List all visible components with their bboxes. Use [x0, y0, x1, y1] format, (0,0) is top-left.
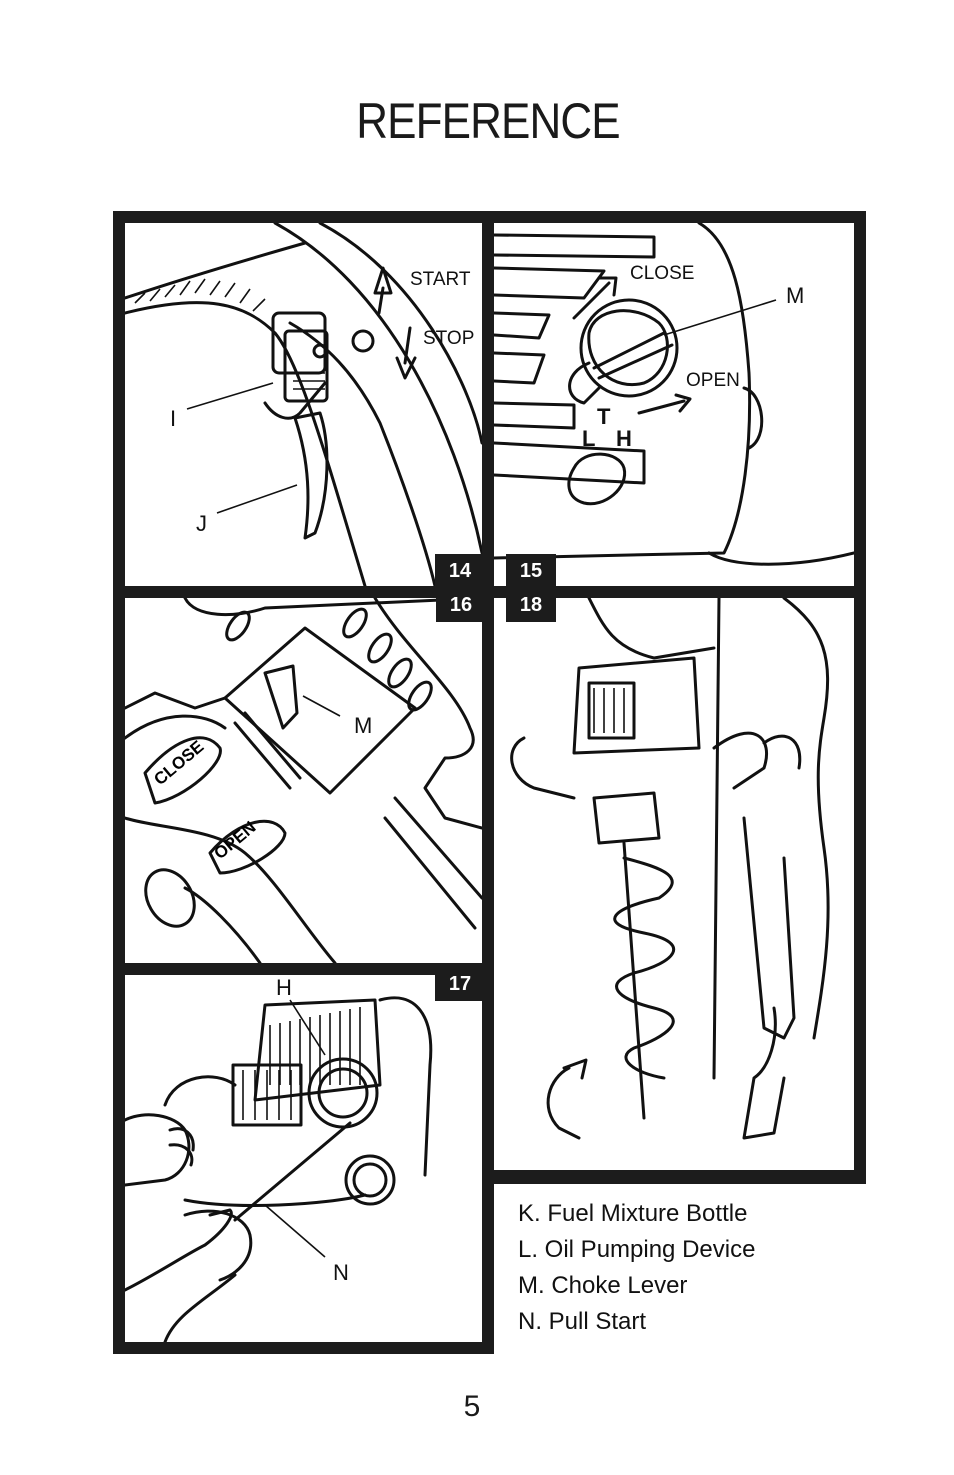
label-h-fig17: H	[276, 975, 292, 1000]
pull-start-illustration	[125, 996, 433, 1342]
figure-17-pull-start	[125, 975, 482, 1342]
figure-16-choke-lever: CLOSE OPEN	[125, 598, 482, 963]
figure-14-throttle-switch	[125, 223, 482, 586]
throttle-switch-illustration	[125, 223, 482, 586]
figure-18-auger-operation	[494, 598, 854, 1170]
label-l: L	[582, 426, 596, 451]
figure-number-15: 15	[506, 554, 556, 588]
figure-number-18: 18	[506, 588, 556, 622]
label-m-fig16: M	[354, 713, 373, 738]
label-i: I	[170, 406, 177, 431]
label-stop: STOP	[423, 328, 475, 349]
figure-frame-center	[482, 211, 494, 1354]
legend-item-n: N. Pull Start	[518, 1308, 647, 1335]
choke-dial-illustration	[494, 223, 854, 566]
label-m-fig15: M	[786, 283, 805, 308]
figure-frame-row1	[113, 586, 866, 598]
figure-frame-right	[854, 211, 866, 1184]
figure-number-14: 14	[435, 554, 485, 588]
label-close: CLOSE	[630, 263, 695, 284]
open-marking: OPEN	[210, 818, 259, 864]
figure-frame-row2-left	[113, 963, 494, 975]
label-open: OPEN	[686, 370, 740, 391]
label-h-fig15: H	[616, 426, 632, 451]
figure-number-17: 17	[435, 967, 485, 1001]
label-j: J	[196, 511, 207, 536]
label-t: T	[597, 404, 611, 429]
choke-lever-illustration: CLOSE OPEN	[125, 598, 482, 963]
figure-frame-left	[113, 211, 125, 1354]
legend-item-k: K. Fuel Mixture Bottle	[518, 1200, 748, 1227]
label-n: N	[333, 1260, 349, 1285]
legend-item-l: L. Oil Pumping Device	[518, 1236, 756, 1263]
page-title: REFERENCE	[356, 93, 620, 149]
figure-number-16: 16	[436, 588, 486, 622]
label-start: START	[410, 269, 471, 290]
auger-operation-illustration	[510, 598, 830, 1140]
page-number: 5	[463, 1390, 481, 1423]
figure-15-choke-dial	[494, 223, 854, 586]
figure-frame-bottom	[113, 1342, 494, 1354]
parts-legend: K. Fuel Mixture Bottle L. Oil Pumping De…	[518, 1196, 755, 1340]
figure-frame-row2-right	[494, 1170, 866, 1184]
legend-item-m: M. Choke Lever	[518, 1272, 688, 1299]
